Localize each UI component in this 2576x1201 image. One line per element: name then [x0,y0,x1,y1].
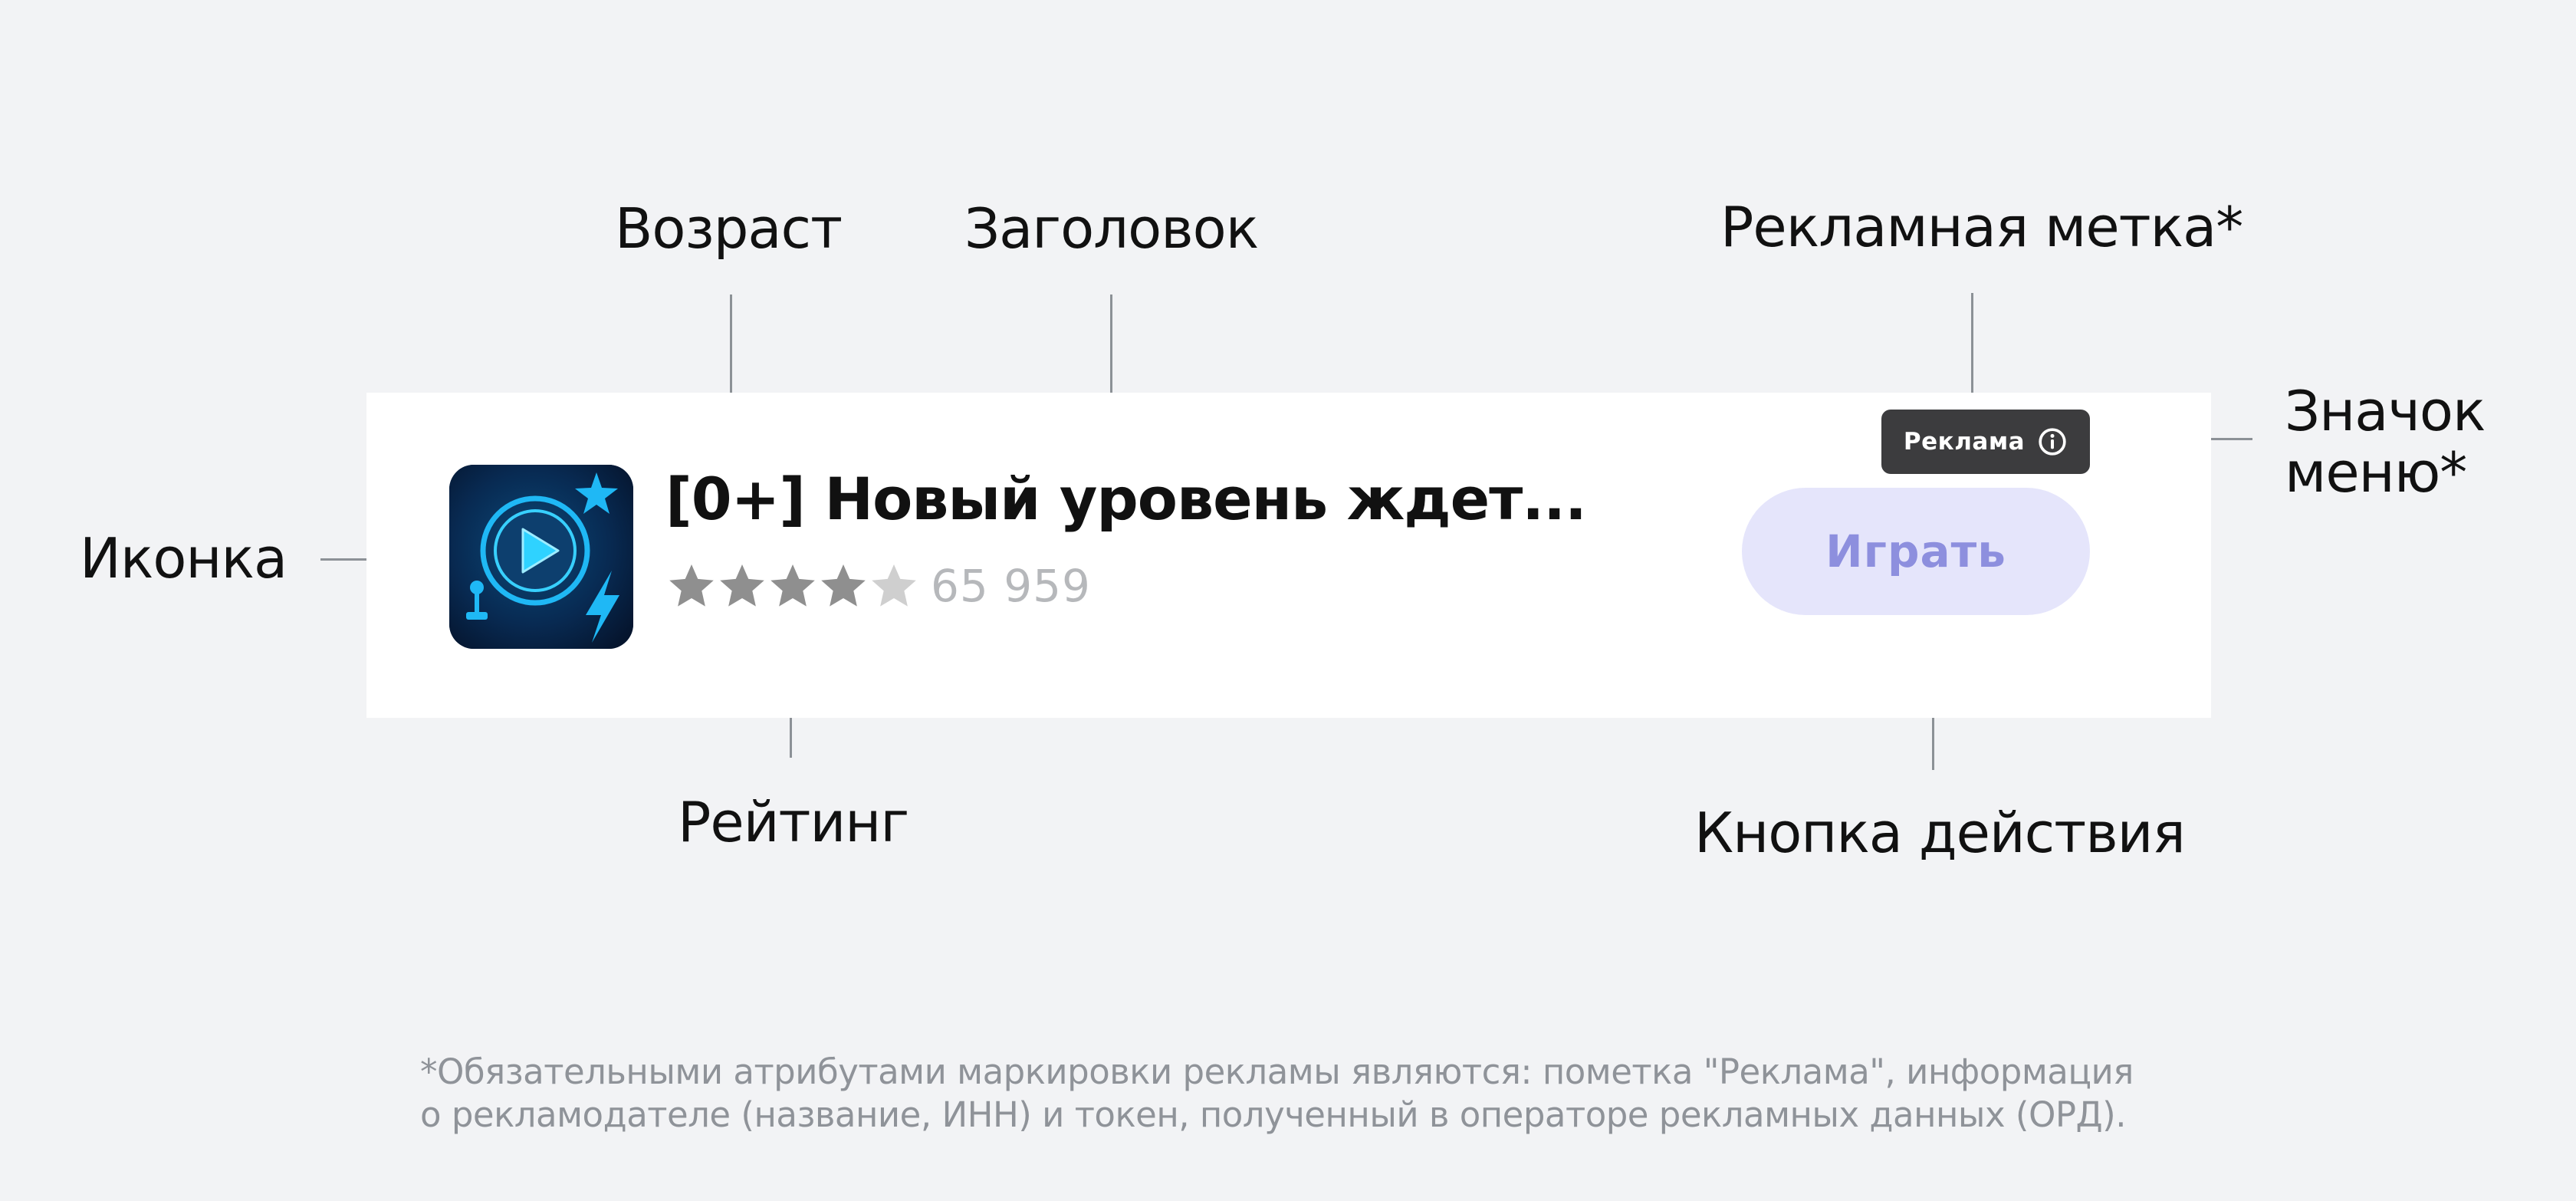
star-filled-icon [768,561,817,610]
annotation-title: Заголовок [964,196,1259,261]
footnote-line-1: *Обязательными атрибутами маркировки рек… [420,1051,2134,1092]
annotation-icon: Иконка [80,526,288,591]
annotation-age: Возраст [615,196,843,261]
footnote: *Обязательными атрибутами маркировки рек… [420,1051,2134,1137]
info-icon[interactable] [2037,426,2068,457]
star-empty-icon [869,561,918,610]
connector-age [730,294,732,423]
ad-label-badge[interactable]: Реклама [1881,410,2090,474]
game-play-icon[interactable] [449,465,633,649]
connector-ad-label [1971,293,1973,399]
star-filled-icon [819,561,868,610]
annotation-ad-label: Рекламная метка* [1720,195,2243,259]
annotation-action-button: Кнопка действия [1694,801,2186,865]
footnote-line-2: о рекламодателе (название, ИНН) и токен,… [420,1094,2127,1135]
star-filled-icon [718,561,767,610]
connector-title [1110,294,1112,423]
rating-count: 65 959 [931,560,1091,612]
annotation-menu-icon-line2: меню* [2285,440,2467,505]
star-filled-icon [667,561,716,610]
annotation-menu-icon-line1: Значок [2285,379,2486,443]
ad-label-text: Реклама [1903,428,2026,456]
ad-title[interactable]: [0+] Новый уровень ждет... [665,465,1587,533]
annotation-rating: Рейтинг [678,790,909,854]
play-button[interactable]: Играть [1742,488,2090,615]
rating: 65 959 [667,557,1091,615]
